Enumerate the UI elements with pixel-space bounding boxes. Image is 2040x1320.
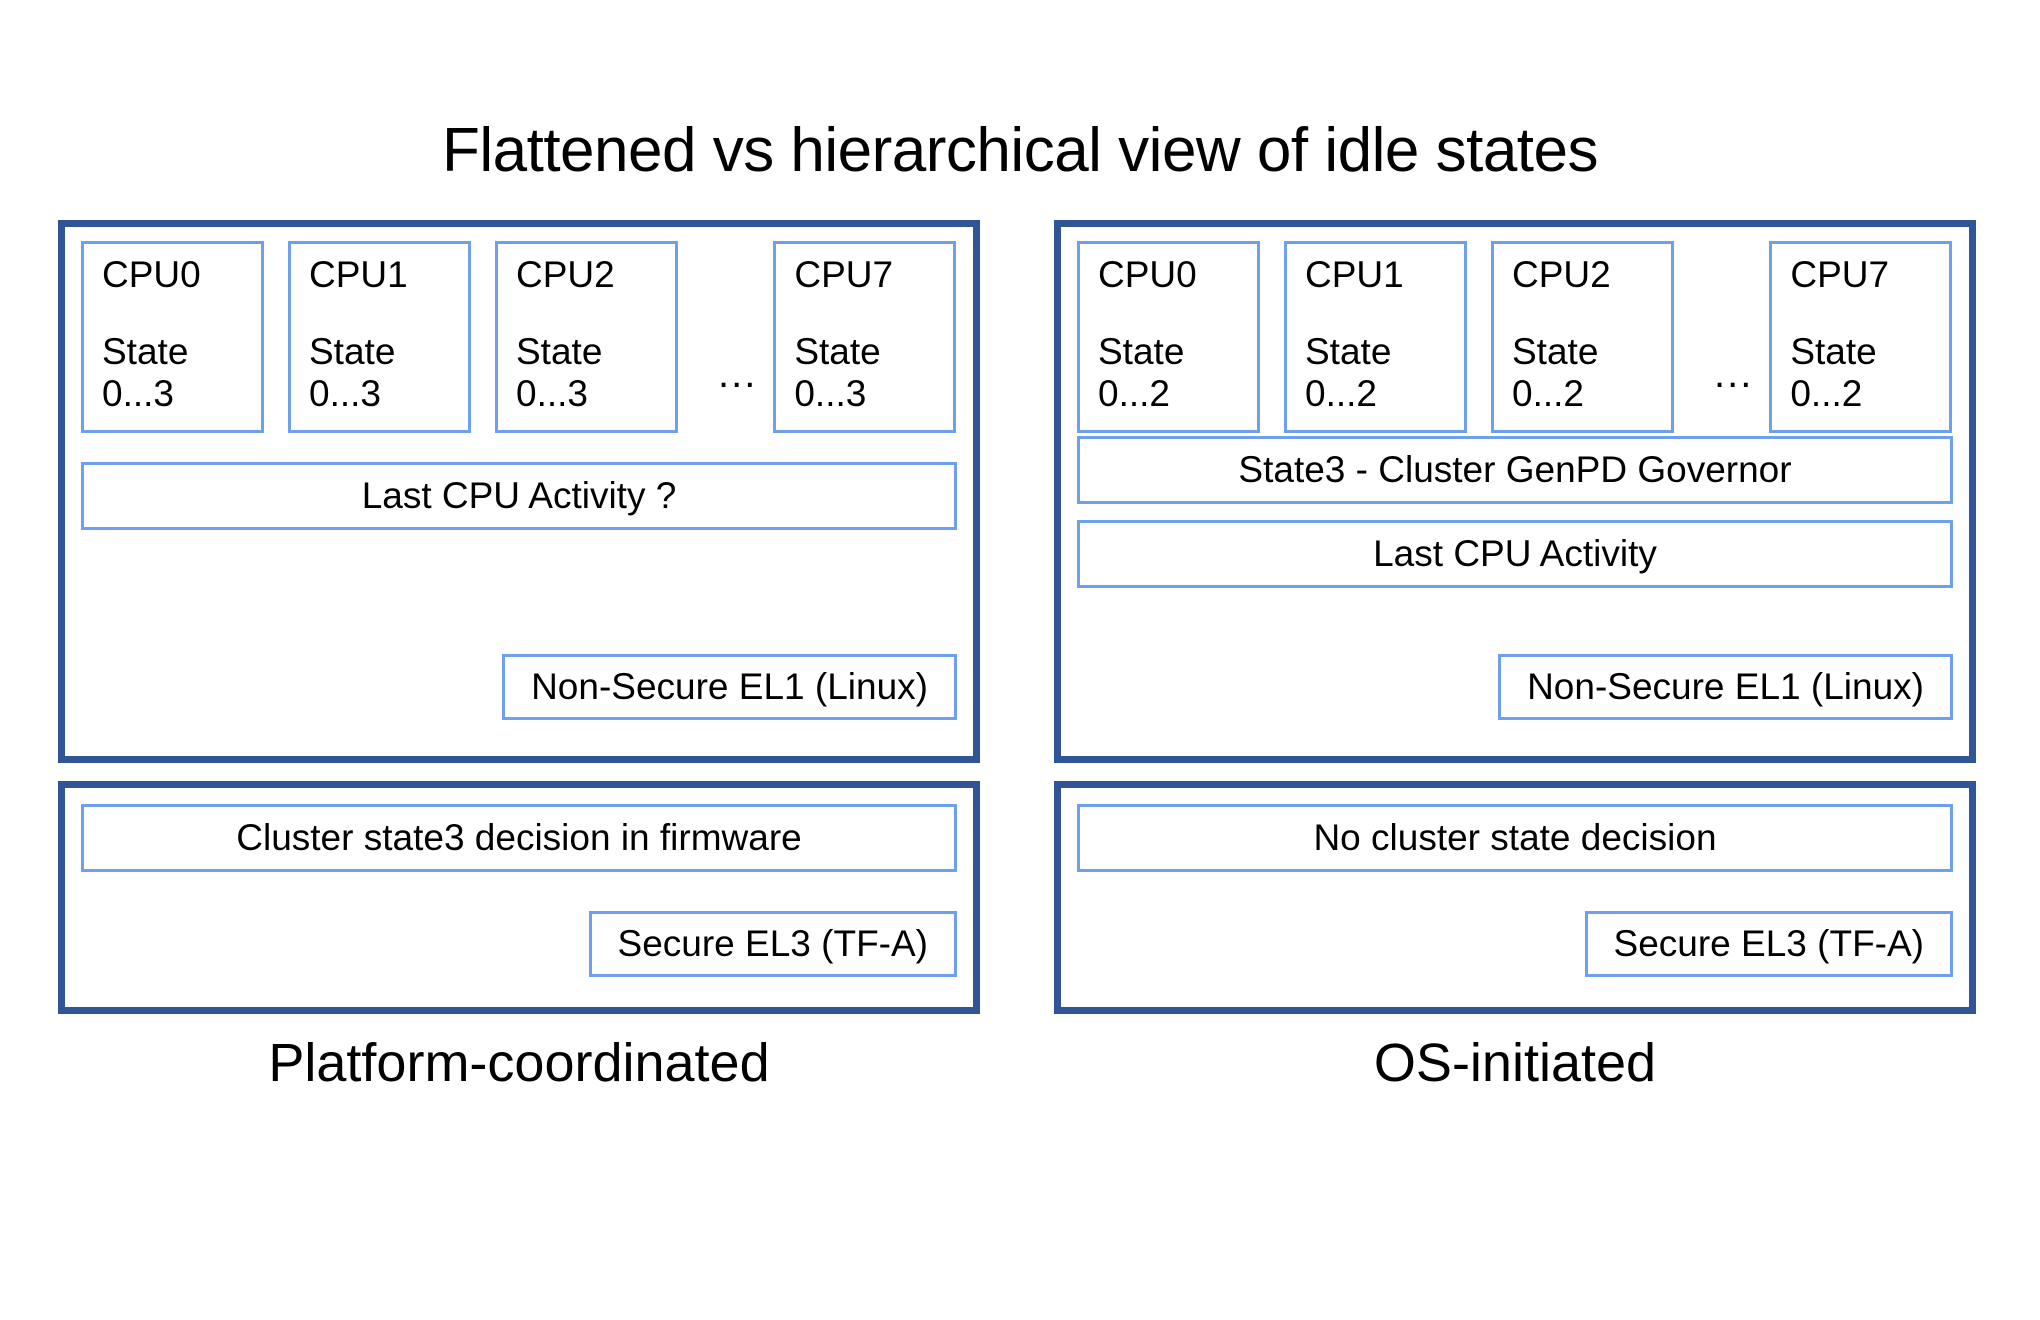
- cpu-state: State 0...3: [309, 331, 395, 414]
- cpu-state-range: 0...3: [102, 372, 174, 414]
- cpu-state-word: State: [1098, 331, 1185, 373]
- cpu-state-word: State: [102, 331, 189, 373]
- panel-os-initiated: CPU0 State 0...2 CPU1 State 0...2 CPU2 S…: [1054, 220, 1976, 1014]
- cpu-row-left: CPU0 State 0...3 CPU1 State 0...3 CPU2 S…: [81, 241, 957, 436]
- cpu-ellipsis-right: ...: [1714, 352, 1754, 396]
- cpu-label: CPU1: [1305, 254, 1404, 295]
- cpu-ellipsis-left: ...: [718, 352, 758, 396]
- non-secure-el1-label-left: Non-Secure EL1 (Linux): [502, 654, 957, 720]
- cpu-state: State 0...2: [1305, 331, 1391, 414]
- panel-platform-coordinated: CPU0 State 0...3 CPU1 State 0...3 CPU2 S…: [58, 220, 980, 1014]
- cpu-box-cpu1-left[interactable]: CPU1 State 0...3: [288, 241, 471, 433]
- caption-os-initiated: OS-initiated: [1373, 1033, 1657, 1093]
- cluster-genpd-governor-box-right[interactable]: State3 - Cluster GenPD Governor: [1077, 436, 1953, 504]
- cpu-state-word: State: [794, 331, 881, 373]
- cpu-box-cpu7-left[interactable]: CPU7 State 0...3: [773, 241, 957, 433]
- cpu-box-cpu1-right[interactable]: CPU1 State 0...2: [1284, 241, 1467, 433]
- cpu-state: State 0...2: [1098, 331, 1184, 414]
- cpu-label: CPU0: [1098, 254, 1197, 295]
- cpu-state-word: State: [516, 331, 603, 373]
- secure-el3-panel-left: Cluster state3 decision in firmware Secu…: [58, 781, 980, 1014]
- secure-el3-panel-right: No cluster state decision Secure EL3 (TF…: [1054, 781, 1976, 1014]
- cpu-state: State 0...3: [794, 331, 880, 414]
- non-secure-el1-panel-left: CPU0 State 0...3 CPU1 State 0...3 CPU2 S…: [58, 220, 980, 763]
- non-secure-el1-panel-right: CPU0 State 0...2 CPU1 State 0...2 CPU2 S…: [1054, 220, 1976, 763]
- cpu-state-word: State: [1305, 331, 1392, 373]
- cpu-label: CPU7: [794, 254, 894, 295]
- cpu-box-cpu0-right[interactable]: CPU0 State 0...2: [1077, 241, 1260, 433]
- cpu-row-right: CPU0 State 0...2 CPU1 State 0...2 CPU2 S…: [1077, 241, 1953, 436]
- cpu-state: State 0...3: [102, 331, 188, 414]
- cpu-state-range: 0...3: [309, 372, 381, 414]
- cpu-box-cpu2-left[interactable]: CPU2 State 0...3: [495, 241, 678, 433]
- cpu-label: CPU2: [516, 254, 615, 295]
- caption-platform-coordinated: Platform-coordinated: [268, 1033, 770, 1093]
- cpu-label: CPU1: [309, 254, 408, 295]
- cpu-state-range: 0...3: [794, 372, 867, 414]
- cpu-box-cpu0-left[interactable]: CPU0 State 0...3: [81, 241, 264, 433]
- cpu-state-word: State: [1512, 331, 1599, 373]
- cpu-box-cpu2-right[interactable]: CPU2 State 0...2: [1491, 241, 1674, 433]
- cluster-decision-box-right[interactable]: No cluster state decision: [1077, 804, 1953, 872]
- secure-el3-label-left: Secure EL3 (TF-A): [588, 911, 957, 977]
- cpu-state-range: 0...3: [516, 372, 588, 414]
- cpu-state: State 0...2: [1512, 331, 1598, 414]
- cpu-state-word: State: [309, 331, 396, 373]
- cpu-state: State 0...3: [516, 331, 602, 414]
- cpu-box-cpu7-right[interactable]: CPU7 State 0...2: [1769, 241, 1953, 433]
- cpu-label: CPU0: [102, 254, 201, 295]
- non-secure-el1-label-right: Non-Secure EL1 (Linux): [1498, 654, 1953, 720]
- cluster-decision-box-left[interactable]: Cluster state3 decision in firmware: [81, 804, 957, 872]
- cpu-label: CPU7: [1790, 254, 1890, 295]
- cpu-state-range: 0...2: [1790, 372, 1863, 414]
- cpu-state-range: 0...2: [1098, 372, 1170, 414]
- secure-el3-label-right: Secure EL3 (TF-A): [1584, 911, 1953, 977]
- cpu-state-range: 0...2: [1512, 372, 1584, 414]
- page-title: Flattened vs hierarchical view of idle s…: [441, 116, 1599, 185]
- cpu-state-word: State: [1790, 331, 1877, 373]
- last-cpu-activity-box-left[interactable]: Last CPU Activity ?: [81, 462, 957, 530]
- cpu-state: State 0...2: [1790, 331, 1876, 414]
- cpu-label: CPU2: [1512, 254, 1611, 295]
- cpu-state-range: 0...2: [1305, 372, 1377, 414]
- last-cpu-activity-box-right[interactable]: Last CPU Activity: [1077, 520, 1953, 588]
